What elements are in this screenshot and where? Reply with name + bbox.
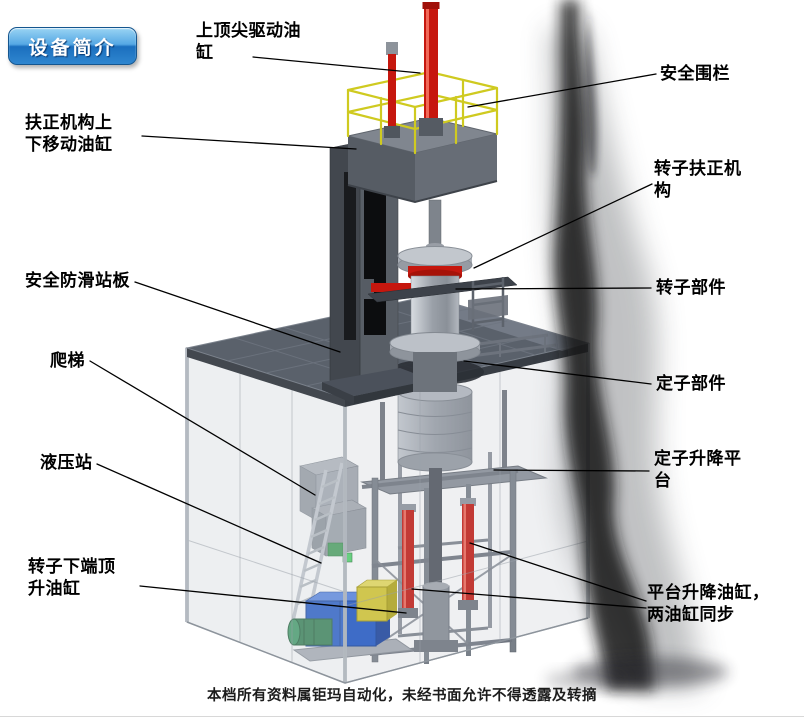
leader-rotor-part	[455, 287, 652, 290]
leader-bottom-jack	[139, 585, 407, 614]
label-stator-platform: 定子升降平台	[654, 449, 742, 491]
label-bottom-jack-cylinder: 转子下端顶升油缸	[28, 557, 116, 599]
top-drive-cylinder	[384, 2, 443, 138]
side-equipment	[299, 456, 367, 563]
press-assembly	[322, 2, 518, 404]
rotor-centering-mechanism	[362, 276, 518, 331]
footer-text: 本档所有资料属钜玛自动化，未经书面允许不得透露及转摘	[207, 688, 597, 704]
leader-platform-cyl-right	[469, 542, 647, 602]
bottom-jack-cylinder-graphic	[414, 468, 458, 652]
leader-safety-fence	[467, 73, 657, 108]
title-badge: 设备简介	[8, 27, 137, 65]
platform-lift-cylinders	[398, 498, 478, 618]
label-hydraulic-station: 液压站	[40, 453, 93, 472]
label-top-drive-cylinder: 上顶尖驱动油缸	[196, 21, 301, 63]
rotor-assembly	[389, 199, 481, 392]
enclosure-interior	[287, 382, 548, 664]
leader-stator-platform	[493, 469, 650, 472]
label-platform-cylinders: 平台升降油缸，两油缸同步	[647, 583, 770, 625]
ladder-graphic	[291, 462, 344, 622]
stator-assembly	[397, 382, 473, 472]
bottom-divider	[0, 716, 804, 717]
leader-lines	[89, 56, 657, 614]
label-centering-cylinder: 扶正机构上下移动油缸	[25, 113, 113, 155]
label-stator-part: 定子部件	[656, 374, 726, 393]
leader-top-cylinder	[252, 56, 421, 74]
label-rotor-centering: 转子扶正机构	[654, 159, 742, 201]
leader-anti-slip-plate	[134, 281, 341, 353]
leader-rotor-centering	[473, 183, 653, 269]
label-safety-fence: 安全围栏	[660, 64, 730, 83]
label-ladder: 爬梯	[50, 351, 85, 370]
label-rotor-part: 转子部件	[656, 278, 726, 297]
leader-ladder	[89, 360, 316, 496]
smoke-shadow	[545, 0, 728, 690]
leader-centering-cylinder	[141, 135, 357, 150]
leader-hydraulic	[96, 463, 322, 564]
label-anti-slip-plate: 安全防滑站板	[25, 271, 130, 290]
leader-stator-part	[463, 360, 652, 385]
hydraulic-unit	[287, 579, 414, 662]
leader-platform-cyl-left	[411, 588, 647, 609]
